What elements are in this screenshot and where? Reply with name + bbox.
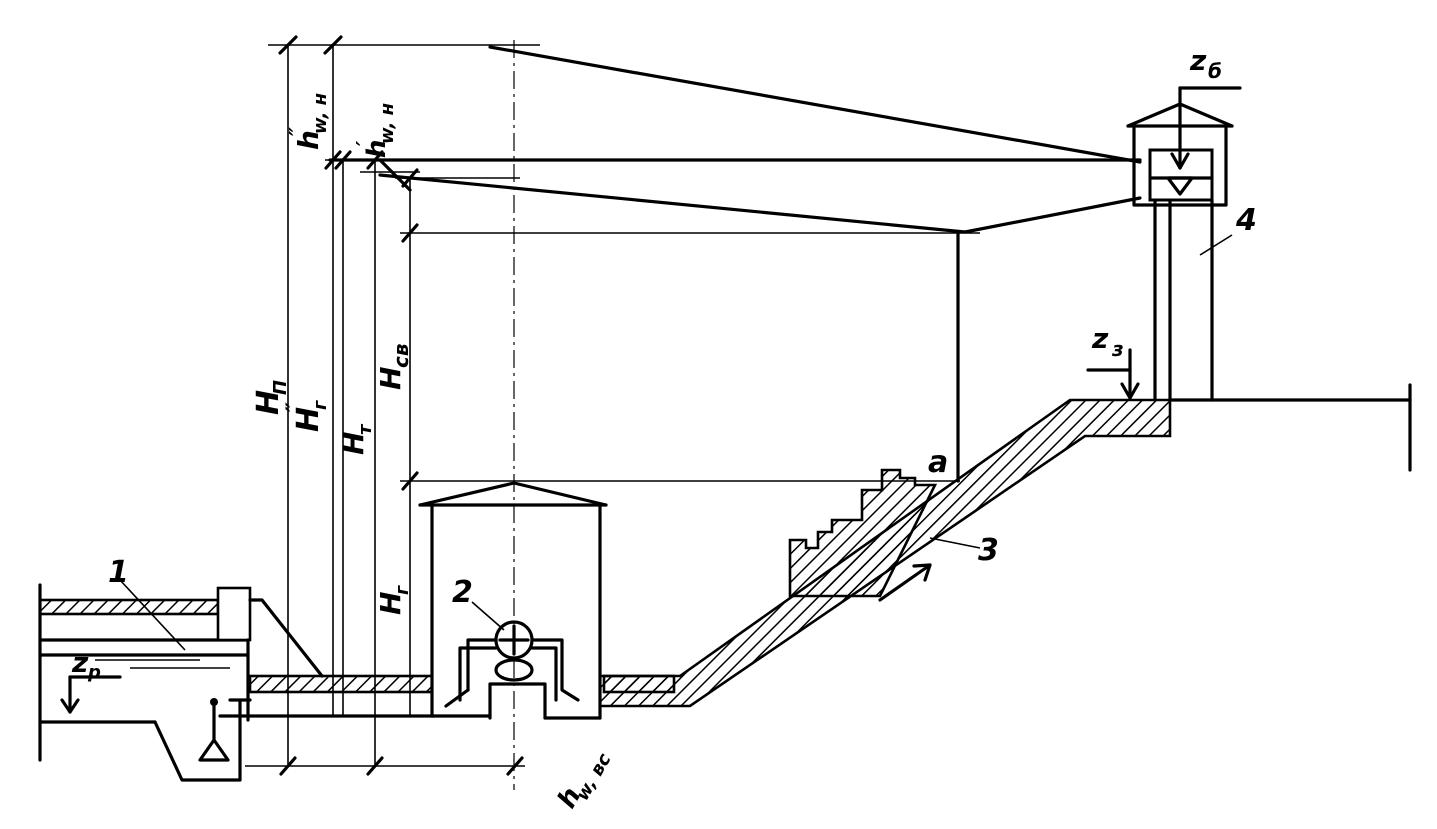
- leader-2: [471, 601, 505, 631]
- label-z-b-sub: б: [1208, 59, 1222, 83]
- label-h-wvs-sub: w, вс: [572, 750, 616, 805]
- label-z-b: z: [1189, 44, 1207, 77]
- intake-structure: [38, 583, 324, 782]
- label-h-wn1-prime: ′: [352, 140, 376, 146]
- water-tower: [1086, 86, 1242, 402]
- label-z-p-sub: р: [87, 662, 101, 683]
- suction-pipe: [218, 674, 436, 718]
- label-2: 2: [452, 575, 473, 610]
- label-H-r: H: [374, 592, 407, 615]
- label-1: 1: [108, 555, 129, 590]
- pressure-lines: [328, 45, 1142, 483]
- pressure-main: [598, 383, 1412, 708]
- label-z-p: z: [71, 646, 89, 679]
- label-H-r2-sub: г: [310, 400, 331, 410]
- label-H-p-sub: П: [270, 380, 291, 395]
- dimension-extension-lines: [245, 44, 980, 767]
- label-H-p: H: [251, 390, 286, 415]
- pump-house: [418, 481, 608, 720]
- label-3: 3: [978, 533, 999, 568]
- label-H-r2: H: [291, 407, 326, 432]
- label-h-wn2-sub: w, н: [310, 93, 331, 134]
- label-H-r2-prime: ″: [283, 402, 308, 412]
- label-4: 4: [1235, 203, 1257, 238]
- label-h-wn1: h: [362, 139, 392, 158]
- label-H-sv-sub: св: [389, 343, 413, 368]
- label-H-t: H: [337, 432, 370, 455]
- label-z-z-sub: з: [1111, 337, 1124, 361]
- label-point-a: a: [928, 445, 948, 480]
- label-H-sv: H: [374, 367, 407, 390]
- leader-1: [119, 579, 186, 651]
- label-h-wn2: h: [292, 130, 325, 150]
- label-z-z: z: [1091, 322, 1109, 355]
- label-H-t-sub: т: [355, 423, 376, 435]
- label-h-wn2-prime: ″: [285, 127, 309, 136]
- label-h-wn1-sub: w, н: [377, 103, 398, 144]
- label-H-r-sub: г: [392, 585, 413, 595]
